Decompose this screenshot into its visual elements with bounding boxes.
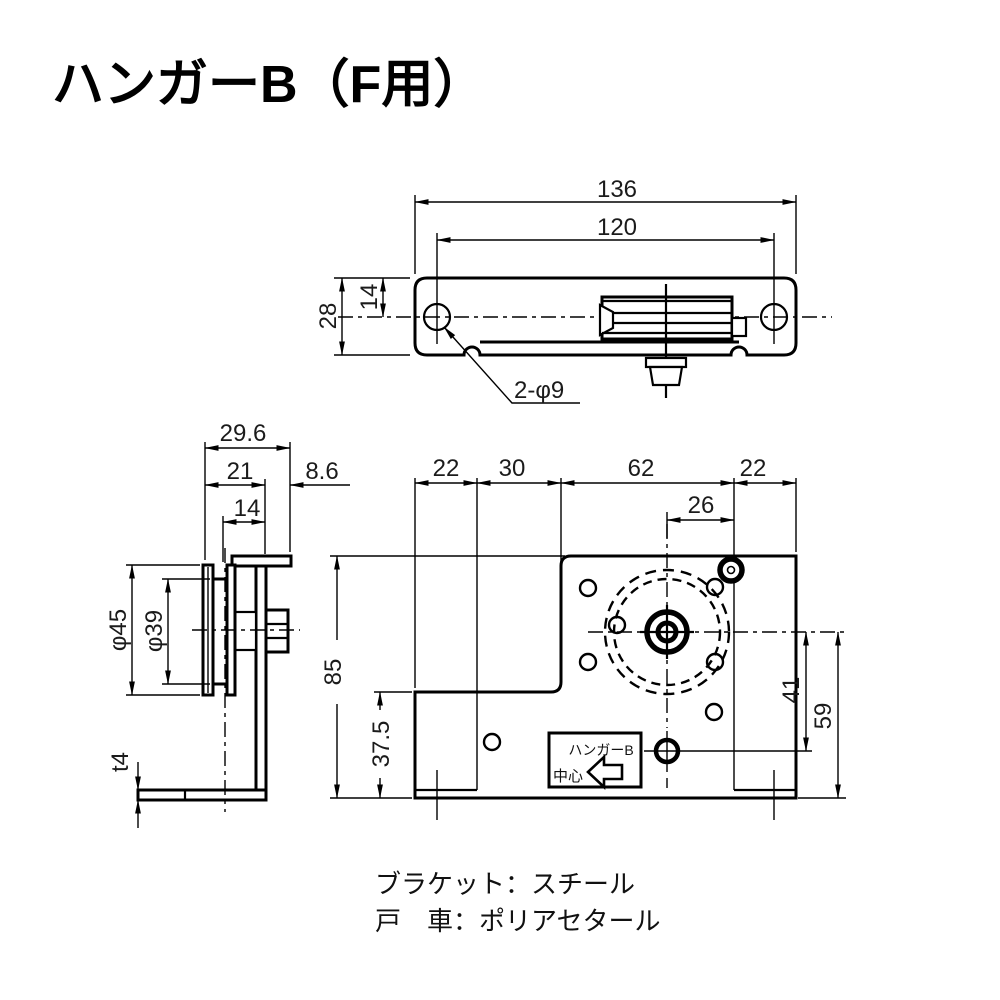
roller-circle-phi45: [603, 568, 731, 696]
dim-label-37-5: 37.5: [368, 721, 395, 768]
top-view-dim-136: 136: [414, 176, 797, 274]
roller-shaft-block: [730, 316, 748, 338]
dim-label-t4: t4: [107, 752, 134, 772]
dim-label-phi45: φ45: [105, 609, 132, 651]
front-center-hole: [644, 731, 812, 788]
dim-label-phi39: φ39: [141, 610, 168, 652]
label-box-line2: 中心: [553, 768, 583, 785]
side-boss: [233, 610, 258, 652]
dim-label-29-6: 29.6: [220, 420, 267, 447]
dim-label-26: 26: [688, 492, 715, 519]
side-dim-14: 14: [222, 495, 266, 562]
front-label-box: ハンガーB 中心: [547, 731, 643, 791]
hole-lower-right: [705, 652, 725, 672]
dim-label-28: 28: [315, 303, 342, 330]
front-small-holes: [482, 577, 725, 752]
top-view-roller: [598, 284, 748, 398]
front-dim-37-5: 37.5: [368, 691, 412, 799]
front-dim-41: 41: [778, 631, 809, 752]
front-plate-outline: [413, 554, 798, 800]
material-notes: ブラケット：スチール 戸 車：ポリアセタール: [375, 869, 660, 936]
side-dim-29-6: 29.6: [204, 420, 291, 560]
dim-label-2phi9: 2-φ9: [514, 377, 564, 404]
dim-label-136: 136: [597, 176, 637, 203]
side-nut: [264, 608, 290, 654]
front-view: 22 30 62 22 26 85 37.5: [320, 455, 846, 820]
side-view: 29.6 21 8.6 14 φ45 φ39: [105, 420, 350, 828]
hole-bottom-left: [578, 652, 598, 672]
dim-label-41: 41: [778, 677, 805, 704]
roller-washer: [644, 356, 688, 369]
dim-label-120: 120: [597, 214, 637, 241]
hole-below-right: [704, 702, 724, 722]
front-dim-chain: 22 30 62 22: [414, 455, 797, 486]
top-view-dim-14: 14: [356, 277, 386, 318]
side-dim-phi39: φ39: [141, 578, 210, 685]
left-arrow-icon: [586, 753, 624, 791]
front-ringed-pin: [717, 556, 745, 584]
top-view-leader-2phi9: 2-φ9: [443, 326, 580, 404]
dim-label-21: 21: [227, 458, 254, 485]
dim-label-85: 85: [320, 659, 347, 686]
dim-label-30: 30: [499, 455, 526, 482]
top-view-dim-28: 28: [315, 277, 410, 356]
roller-nut: [648, 365, 684, 387]
hole-mid-left: [607, 615, 627, 635]
dim-label-59: 59: [810, 703, 837, 730]
front-dim-26: 26: [666, 492, 735, 523]
note-bracket: ブラケット：スチール: [375, 869, 635, 899]
dim-label-8-6: 8.6: [305, 458, 338, 485]
roller-groove-notch: [598, 303, 615, 337]
side-bottom-flange: [136, 788, 268, 802]
side-dim-t4: t4: [107, 752, 141, 828]
top-view-dim-120: 120: [436, 214, 775, 344]
top-view: 136 120 28 14 2-φ9: [315, 176, 832, 404]
note-roller: 戸 車：ポリアセタール: [375, 906, 660, 936]
side-dim-phi45: φ45: [105, 564, 200, 696]
hole-bottom-far-left: [482, 732, 502, 752]
side-dim-21: 21: [204, 458, 266, 554]
front-hub: [640, 605, 694, 659]
dim-label-22a: 22: [433, 455, 460, 482]
front-dim-85: 85: [320, 555, 565, 799]
dim-label-14-side: 14: [234, 495, 261, 522]
label-box-line1: ハンガーB: [568, 742, 633, 758]
front-dim-59: 59: [798, 631, 846, 799]
page-title: ハンガーB（F用）: [52, 56, 485, 114]
dim-label-62: 62: [628, 455, 655, 482]
side-vertical-plate: [254, 564, 268, 792]
dim-label-22b: 22: [740, 455, 767, 482]
hole-upper-right: [705, 577, 725, 597]
side-dim-8-6: 8.6: [289, 458, 350, 488]
hole-top-left: [578, 578, 598, 598]
dim-label-14-top: 14: [356, 284, 383, 311]
